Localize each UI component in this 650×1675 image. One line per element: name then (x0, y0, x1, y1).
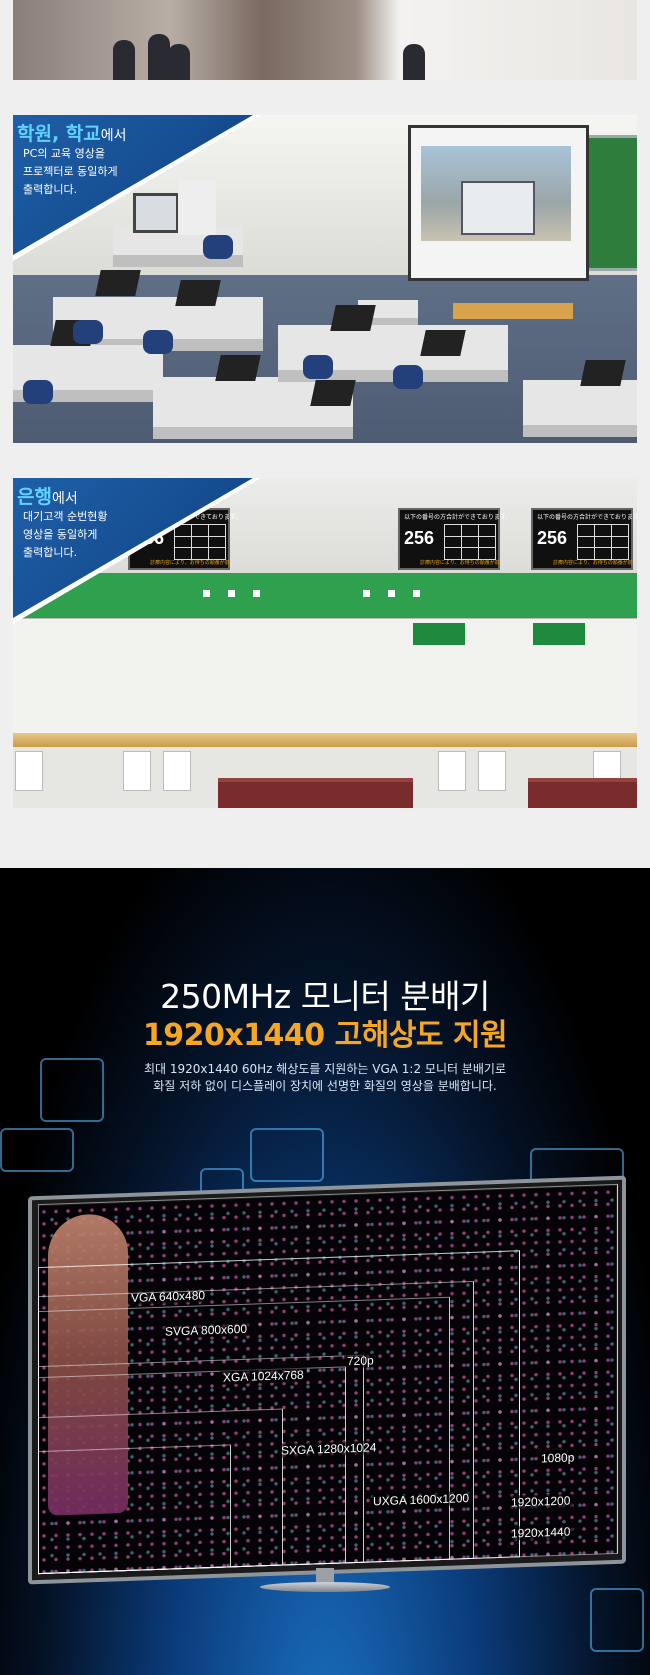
queue-number: 256 (537, 528, 568, 548)
queue-display: 以下の番号の方合計ができております。 256 診療内容により、お待ちの順番が前 (531, 508, 637, 570)
monitor (133, 193, 179, 233)
notice-paper (123, 751, 151, 791)
wooden-table (453, 303, 573, 319)
green-sign (413, 623, 465, 645)
chair (393, 365, 423, 389)
queue-number: 256 (404, 528, 435, 548)
caption-line: 대기고객 순번현황 (23, 510, 108, 523)
resolution-label: 1920x1440 (508, 1524, 574, 1541)
bank-caption-heading: 은행에서 (17, 486, 78, 508)
chair (23, 380, 53, 404)
feature-title: 250MHz 모니터 분배기 (160, 977, 490, 1016)
feature-description-line: 화질 저하 없이 디스플레이 장치에 선명한 화질의 영상을 분배합니다. (153, 1079, 497, 1093)
caption-line: 프로젝터로 동일하게 (23, 165, 118, 178)
waiting-sofa (528, 778, 637, 808)
projected-image (421, 146, 571, 241)
notice-paper (438, 751, 466, 791)
caption-line: PC의 교육 영상을 (23, 147, 106, 160)
projector-screen (408, 125, 589, 281)
bus-image (461, 181, 535, 235)
notice-paper (15, 751, 43, 791)
resolution-feature-section: 250MHz 모니터 분배기 1920x1440 고해상도 지원 최대 1920… (0, 868, 650, 1675)
classroom-caption-heading: 학원, 학교에서 (17, 123, 127, 145)
laptop (580, 360, 626, 386)
person-silhouette (113, 40, 135, 80)
green-counter-sign (13, 573, 637, 618)
chair (203, 235, 233, 259)
tv-stand (260, 1568, 390, 1608)
laptop (310, 380, 356, 406)
classroom-illustration: 학원, 학교에서 PC의 교육 영상을 프로젝터로 동일하게 출력합니다. (13, 115, 637, 443)
laptop (175, 280, 221, 306)
queue-display: 以下の番号の方合計ができております。 256 診療内容により、お待ちの順番が前 (398, 508, 511, 570)
waiting-sofa (218, 778, 413, 808)
laptop (215, 355, 261, 381)
feature-subtitle: 1920x1440 고해상도 지원 (142, 1018, 508, 1053)
green-sign (533, 623, 585, 645)
student-desk (523, 380, 637, 437)
person-silhouette (403, 44, 425, 80)
laptop (330, 305, 376, 331)
notice-paper (163, 751, 191, 791)
notice-paper (478, 751, 506, 791)
caption-line: 출력합니다. (23, 183, 78, 196)
laptop (95, 270, 141, 296)
person-silhouette (168, 44, 190, 80)
feature-description-line: 최대 1920x1440 60Hz 해상도를 지원하는 VGA 1:2 모니터 … (144, 1062, 506, 1076)
bank-caption-body: 대기고객 순번현황 영상을 동일하게 출력합니다. (23, 508, 107, 562)
bank-counter (13, 733, 637, 747)
chair (143, 330, 173, 354)
chair (73, 320, 103, 344)
top-photo-strip (13, 0, 637, 80)
person-silhouette (148, 34, 170, 80)
caption-line: 출력합니다. (23, 546, 78, 559)
pc-tower (178, 180, 216, 235)
bank-illustration: 以下の番号の方合計ができております。 256 診療内容により、お待ちの順番が前 … (13, 478, 637, 808)
classroom-caption-body: PC의 교육 영상을 프로젝터로 동일하게 출력합니다. (23, 145, 118, 199)
laptop (420, 330, 466, 356)
caption-line: 영상을 동일하게 (23, 528, 98, 541)
resolution-frame (38, 1183, 618, 1575)
chair (303, 355, 333, 379)
